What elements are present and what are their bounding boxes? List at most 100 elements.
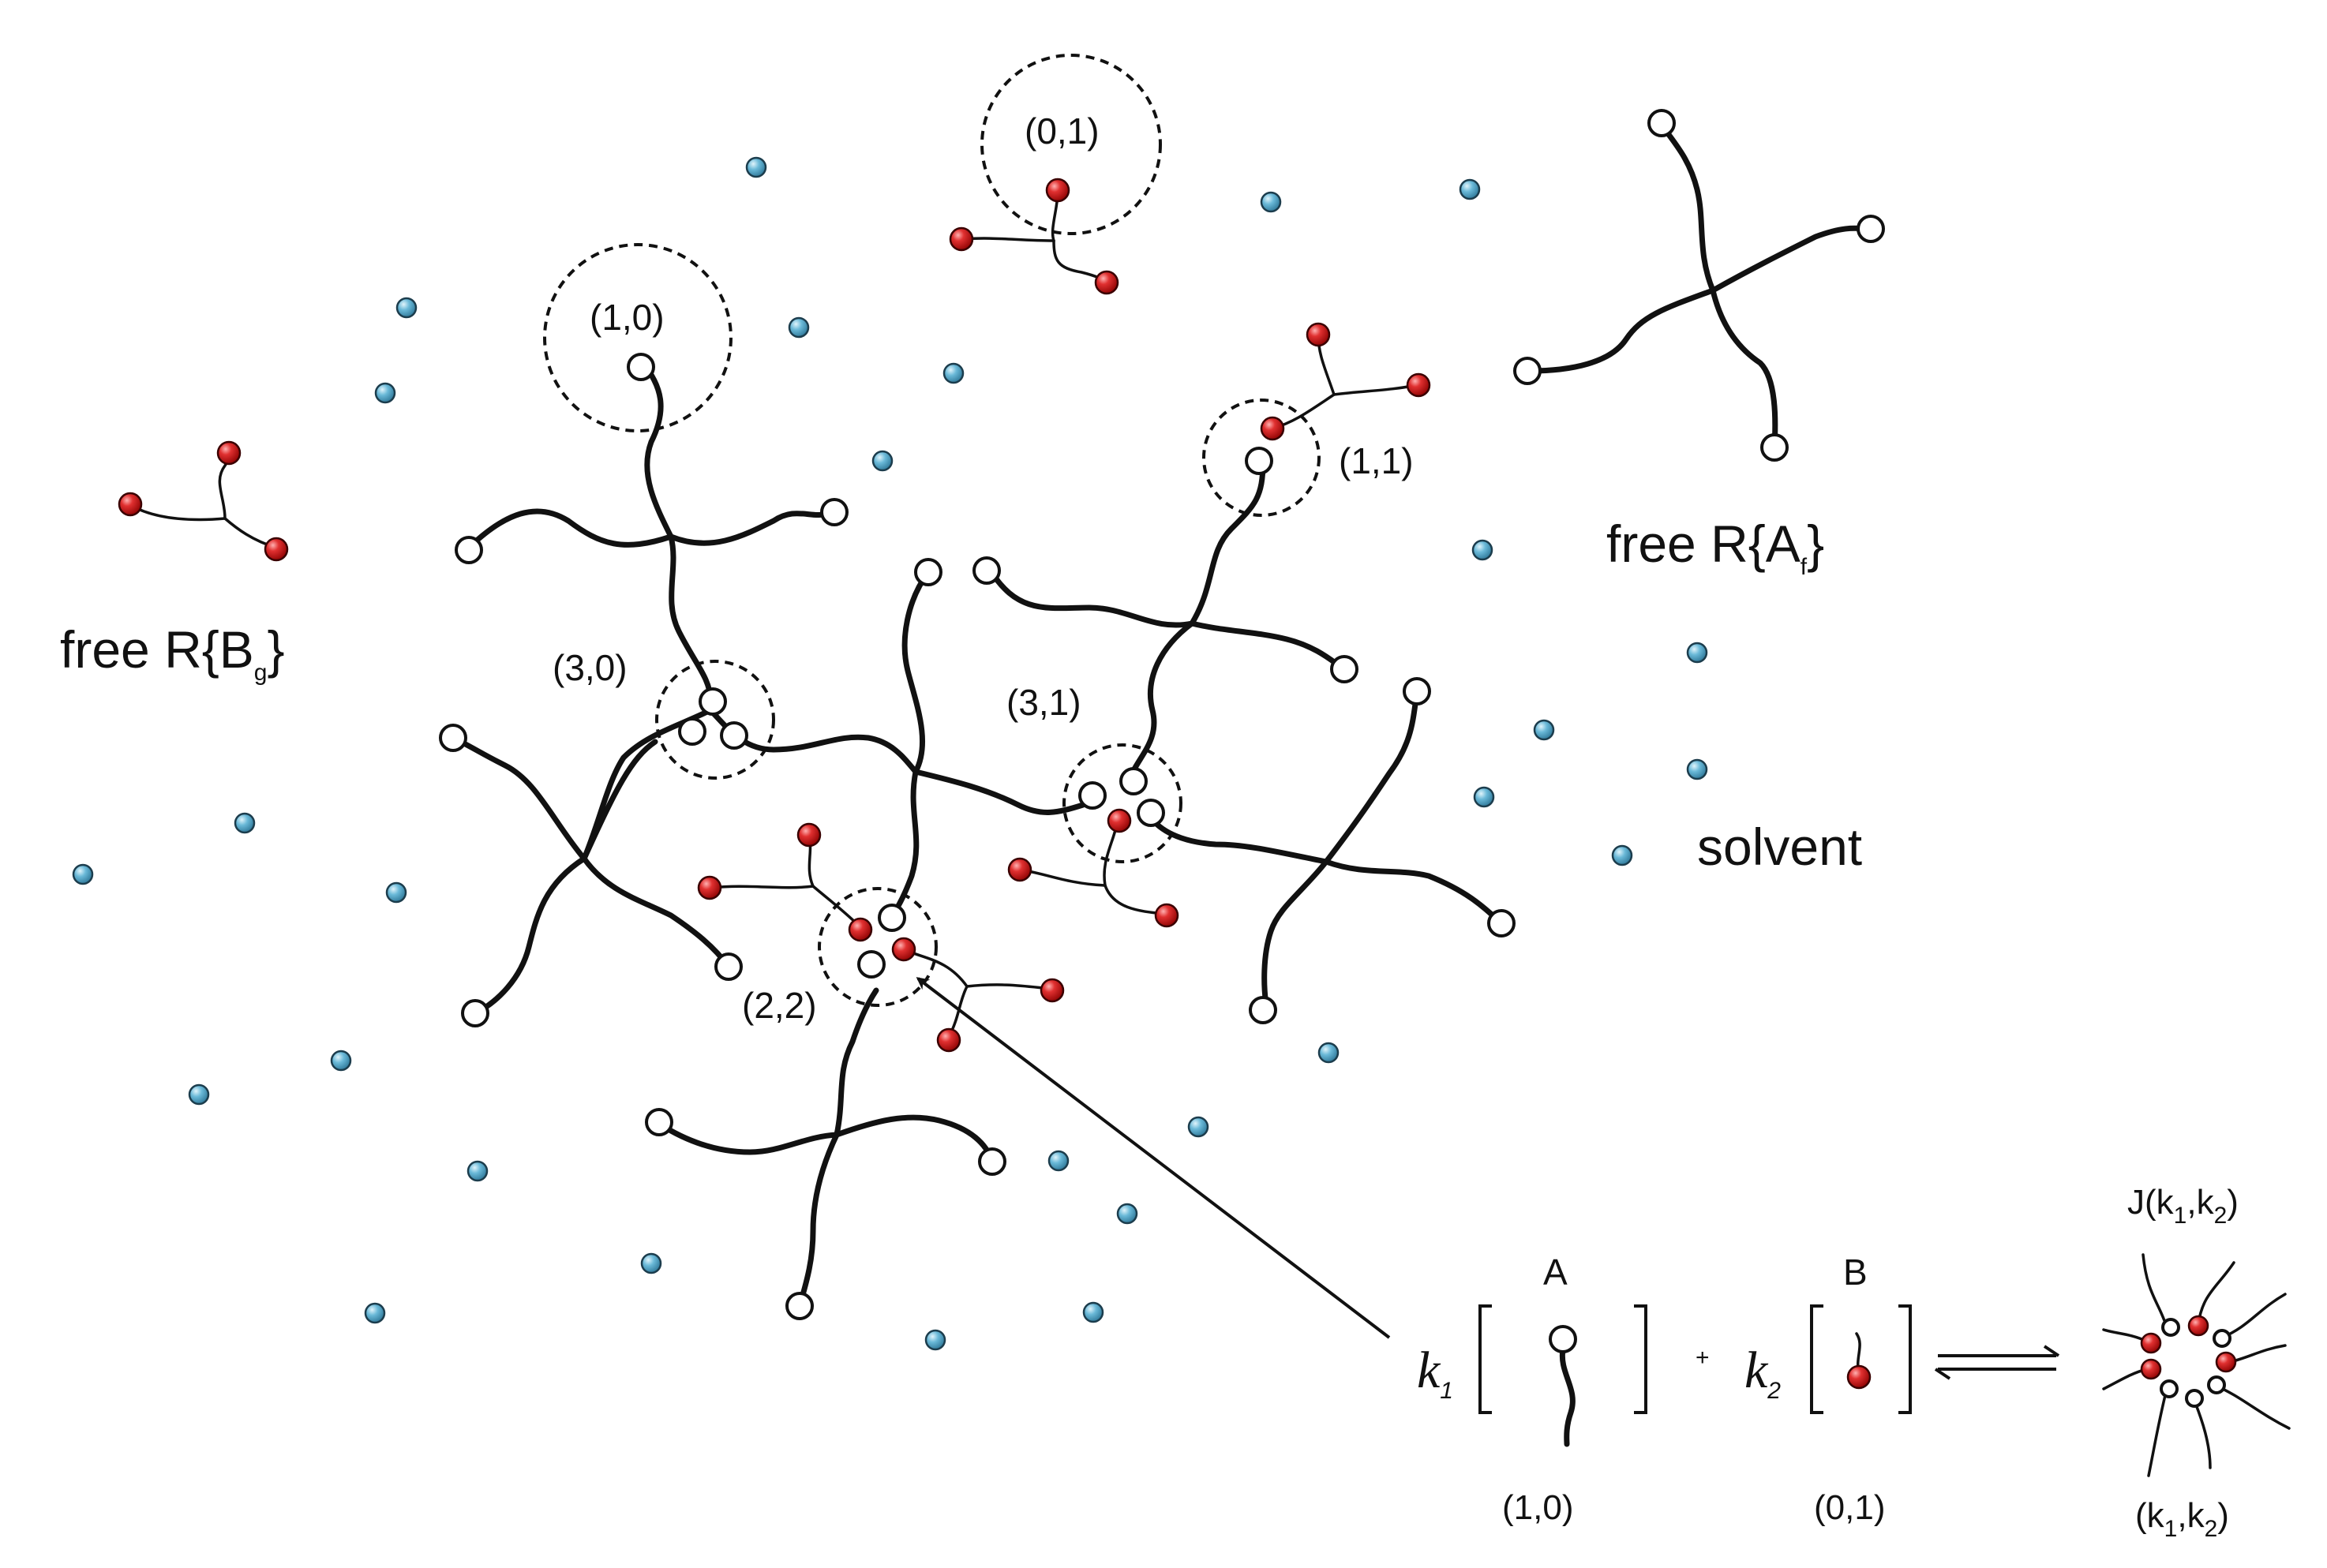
label-1-0: (1,0) xyxy=(590,297,665,338)
b-end-group xyxy=(1045,178,1070,203)
solvent-molecule xyxy=(1317,1042,1340,1064)
label-3-1: (3,1) xyxy=(1006,682,1081,723)
solvent-molecule xyxy=(1686,642,1708,664)
solvent-molecule xyxy=(1187,1116,1209,1138)
label-0-1: (0,1) xyxy=(1025,110,1100,152)
a-end-group xyxy=(1137,799,1165,827)
tag-1-0: (1,0) xyxy=(1502,1488,1573,1527)
junction-cluster xyxy=(2102,1253,2291,1477)
solvent-molecule xyxy=(374,382,396,404)
a-end-group xyxy=(461,999,489,1027)
cluster-ring-0-1 xyxy=(980,54,1162,235)
a-end-group xyxy=(720,721,748,750)
label-2-2: (2,2) xyxy=(742,985,817,1026)
bracket-a-right xyxy=(1634,1304,1647,1414)
b-end-group xyxy=(1260,416,1285,441)
a-end-group xyxy=(1249,996,1277,1024)
solvent-molecule xyxy=(330,1050,352,1072)
a-end-group xyxy=(785,1292,814,1320)
a-end-group xyxy=(1330,655,1358,683)
k2-symbol: k2 xyxy=(1744,1342,1781,1404)
label-b: B xyxy=(1843,1252,1868,1293)
b-end-group xyxy=(891,937,916,962)
b-end-group xyxy=(1040,978,1065,1003)
a-end-group xyxy=(857,950,886,979)
cluster-ring-2-2 xyxy=(818,887,938,1007)
a-end-group xyxy=(455,536,483,564)
reaction-equation: k1 A (1,0) + k2 B (0,1) xyxy=(1417,1183,2291,1542)
cluster-ring-3-0 xyxy=(655,660,775,780)
b-end-group xyxy=(1107,808,1132,833)
solvent-molecule xyxy=(395,297,418,319)
solvent-molecule xyxy=(1082,1301,1104,1323)
a-monomer-end xyxy=(1549,1325,1577,1353)
junction-label: J(k1,k2) xyxy=(2127,1183,2239,1229)
bracket-b-left xyxy=(1810,1304,1823,1414)
bracket-a-left xyxy=(1478,1304,1492,1414)
a-end-group xyxy=(1857,215,1885,243)
a-end-group xyxy=(1078,781,1107,810)
junction-tag: (k1,k2) xyxy=(2135,1496,2229,1542)
a-end-group xyxy=(1647,109,1676,137)
solvent-molecule xyxy=(385,881,407,904)
a-end-group xyxy=(699,687,727,716)
a-end-group xyxy=(714,952,743,981)
plus-sign: + xyxy=(1696,1345,1710,1371)
solvent-molecule xyxy=(788,316,810,339)
b-end-group xyxy=(118,492,143,517)
a-end-group xyxy=(1513,357,1542,385)
bracket-b-right xyxy=(1898,1304,1912,1414)
b-end-group xyxy=(1306,322,1331,347)
solvent-molecule xyxy=(1686,758,1708,780)
b-end-group xyxy=(1406,372,1431,398)
a-end-group xyxy=(645,1108,673,1136)
label-3-0: (3,0) xyxy=(553,647,628,688)
solvent-molecules xyxy=(72,156,1708,1351)
solvent-molecule xyxy=(188,1083,210,1106)
solvent-molecule xyxy=(942,362,965,384)
network-a-arms xyxy=(450,122,1872,1309)
solvent-molecule xyxy=(745,156,767,178)
label-1-1: (1,1) xyxy=(1339,440,1414,481)
a-end-group xyxy=(1245,447,1273,475)
a-end-group xyxy=(1119,767,1148,795)
solvent-molecule xyxy=(871,450,894,472)
solvent-molecule xyxy=(1116,1203,1138,1225)
cluster-rings xyxy=(543,54,1321,1007)
solvent-molecule xyxy=(1611,844,1633,866)
solvent-molecule xyxy=(72,863,94,885)
solvent-molecule xyxy=(640,1252,662,1274)
solvent-molecule xyxy=(924,1329,946,1351)
k1-symbol: k1 xyxy=(1417,1342,1453,1404)
solvent-molecule xyxy=(1473,786,1495,808)
b-end-group xyxy=(796,822,822,848)
free-rbg-label: free R{Bg} xyxy=(60,620,285,686)
solvent-label: solvent xyxy=(1697,818,1862,876)
solvent-molecule xyxy=(364,1302,386,1324)
solvent-molecule xyxy=(1459,178,1481,200)
solvent-molecule xyxy=(467,1160,489,1182)
pointer-arrow xyxy=(916,977,1391,1339)
cluster-ring-1-0 xyxy=(543,243,733,432)
a-end-group xyxy=(1403,677,1431,705)
label-a: A xyxy=(1543,1252,1568,1293)
a-end-group xyxy=(878,904,906,932)
a-end-group xyxy=(972,556,1001,585)
solvent-molecule xyxy=(1471,539,1493,561)
b-end-group xyxy=(216,440,242,466)
tag-0-1: (0,1) xyxy=(1814,1488,1885,1527)
b-end-group xyxy=(1094,270,1119,295)
b-end-group xyxy=(264,537,289,562)
solvent-molecule xyxy=(1260,191,1282,213)
solvent-molecule xyxy=(1047,1150,1070,1172)
b-end-group xyxy=(1154,903,1179,928)
a-end-group xyxy=(914,558,942,586)
cluster-labels: (1,0) (0,1) (1,1) (3,0) (3,1) (2,2) xyxy=(553,110,1414,1026)
solvent-molecule xyxy=(1533,719,1555,741)
cluster-ring-1-1 xyxy=(1202,399,1321,517)
b-end-group xyxy=(848,917,873,942)
b-end-group xyxy=(949,226,974,252)
a-end-group xyxy=(678,717,706,746)
a-end-group xyxy=(820,498,849,526)
